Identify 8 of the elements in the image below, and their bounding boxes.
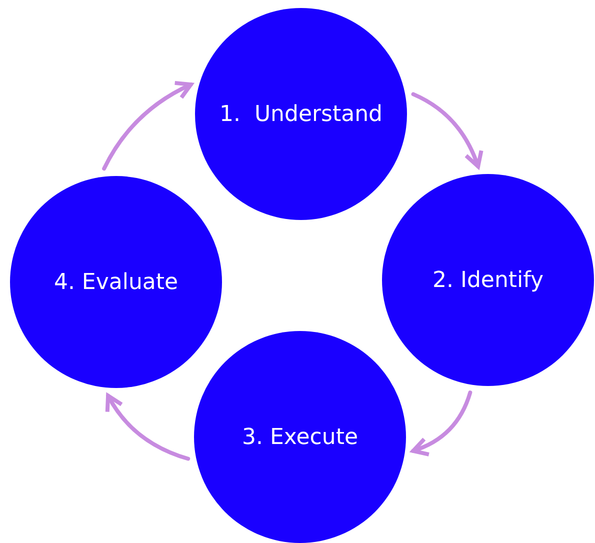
step-label: 2. Identify (432, 268, 544, 292)
step-label: 4. Evaluate (54, 270, 178, 294)
step-label: 1. Understand (219, 102, 383, 126)
curved-arrow (411, 92, 483, 168)
curved-arrow (106, 394, 190, 461)
step-label: 3. Execute (242, 424, 358, 450)
curved-arrow (411, 390, 472, 456)
curved-arrow (102, 81, 193, 171)
